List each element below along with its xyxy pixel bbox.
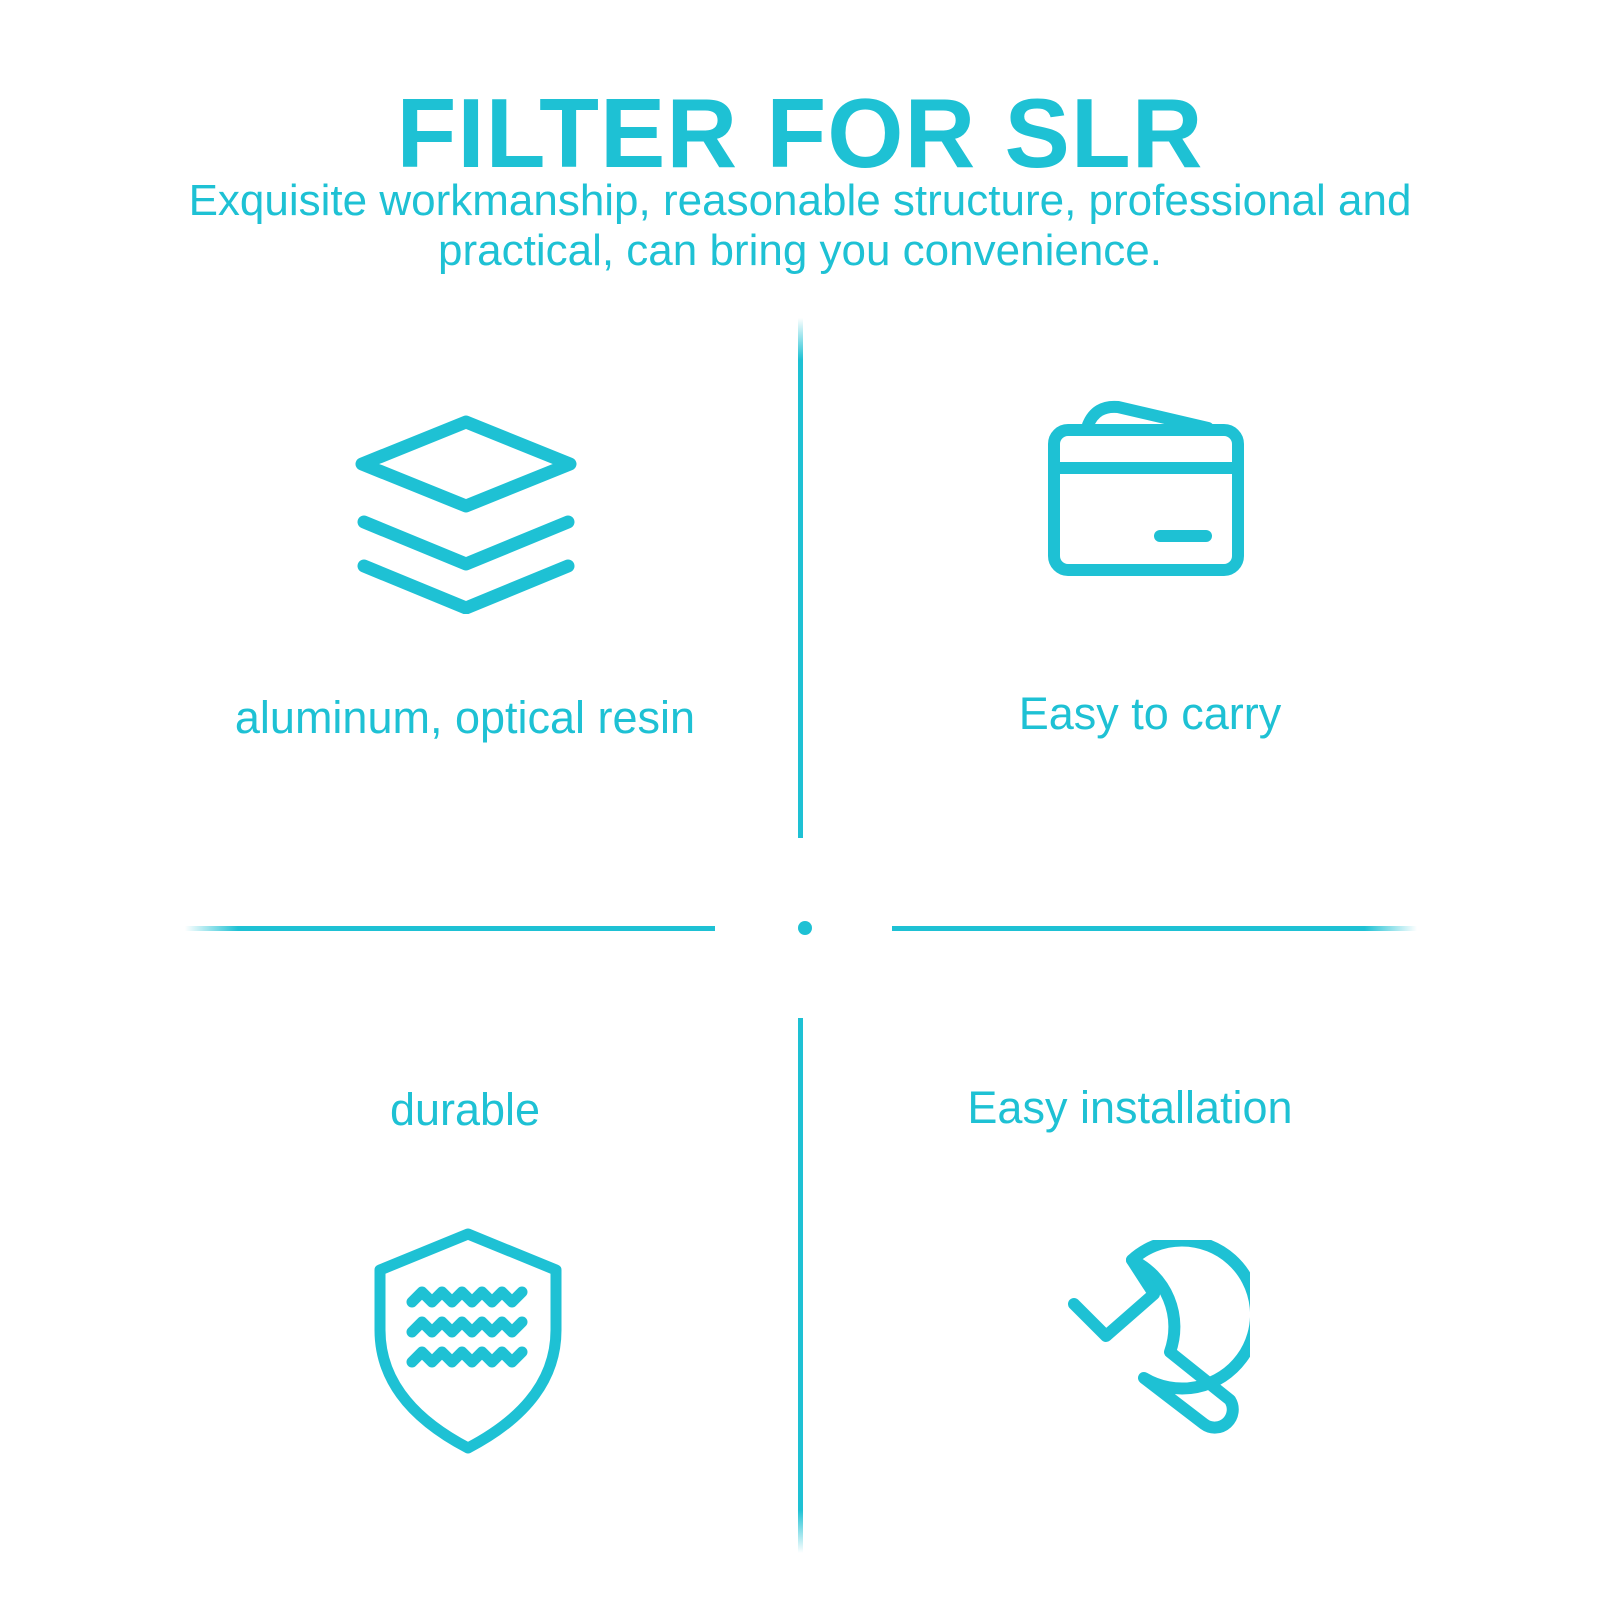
vertical-divider-top	[798, 318, 803, 838]
wallet-icon	[1046, 400, 1246, 580]
feature-label-portable: Easy to carry	[1018, 688, 1282, 739]
vertical-divider-bottom	[798, 1018, 803, 1553]
feature-label-durable: durable	[389, 1084, 541, 1135]
shield-waves-icon	[370, 1226, 566, 1454]
center-dot	[798, 921, 812, 935]
wrench-icon	[1054, 1240, 1250, 1436]
feature-label-installation: Easy installation	[967, 1082, 1293, 1133]
page-title: FILTER FOR SLR	[396, 78, 1204, 188]
horizontal-divider-left	[185, 926, 715, 931]
horizontal-divider-right	[892, 926, 1417, 931]
feature-label-material: aluminum, optical resin	[234, 692, 696, 743]
page-subtitle: Exquisite workmanship, reasonable struct…	[188, 176, 1412, 275]
layers-icon	[352, 414, 580, 614]
